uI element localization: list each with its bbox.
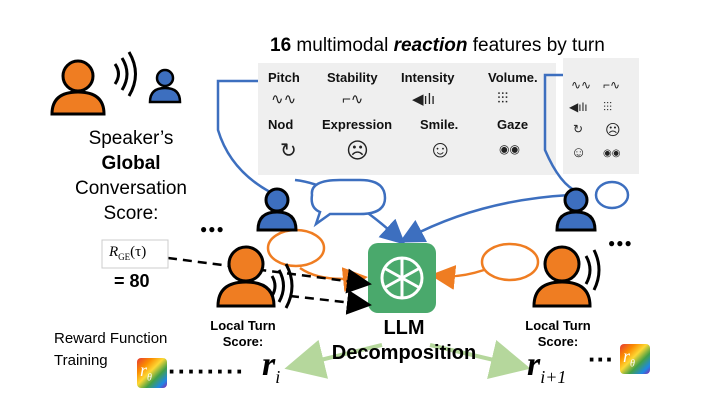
gaze-icon: ◉◉ <box>499 142 520 156</box>
badge-sub-left: θ <box>147 372 152 384</box>
decomp-arrow-right <box>429 340 531 379</box>
local-score-right-line2: Score: <box>537 334 579 349</box>
global-score-line4: Score: <box>103 203 159 224</box>
speaker-person-icon <box>50 59 106 116</box>
local-score-left-symbol: ri <box>262 346 280 388</box>
sound-waves-icon <box>113 51 137 97</box>
feature-label-nod: Nod <box>268 117 294 132</box>
title-post: features by turn <box>467 35 605 56</box>
speech-bubble-orange-left <box>266 228 326 268</box>
local-score-left-line2: Score: <box>222 334 264 349</box>
feature-label-pitch: Pitch <box>268 70 300 85</box>
formula-box <box>101 239 169 269</box>
feature-panel <box>258 63 556 175</box>
smile-icon: ☺ <box>428 136 453 163</box>
pitch-icon-small: ∿∿ <box>571 78 592 92</box>
title-emph: reaction <box>393 35 468 56</box>
speaker-person-left-icon <box>216 245 276 308</box>
global-to-llm-dashed-upper <box>167 256 372 294</box>
title-pre: multimodal <box>291 35 394 56</box>
global-score-line2: Global <box>101 153 161 174</box>
ellipsis-left: ●●● <box>200 222 225 236</box>
feature-label-smile: Smile. <box>420 117 459 132</box>
reward-badge-right <box>620 344 650 374</box>
local-score-right-line1: Local Turn <box>525 318 591 333</box>
speech-bubble-orange-right <box>480 242 540 282</box>
stability-icon: ⌐∿ <box>342 91 364 108</box>
dotted-connector-right: ··· <box>588 344 614 374</box>
sound-waves-right-icon <box>584 249 601 291</box>
listener-person-right-icon <box>555 187 597 232</box>
ellipsis-right: ●●● <box>608 236 633 250</box>
local-score-left-line1: Local Turn <box>210 318 276 333</box>
global-to-llm-dashed-lower <box>289 289 372 315</box>
title-count: 16 <box>270 35 292 56</box>
listener-person-icon <box>148 68 182 104</box>
dotted-connector-left: ········ <box>168 356 246 386</box>
r-subscript-right: i+1 <box>540 366 567 387</box>
decomp-arrow-left <box>284 339 383 379</box>
blue-line-left <box>216 79 271 194</box>
sound-waves-left-icon <box>270 263 294 309</box>
feature-label-stability: Stability <box>327 70 378 85</box>
listener-person-left-icon <box>256 187 298 232</box>
reward-badge-right-text: rθ <box>623 346 635 370</box>
r-subscript-left: i <box>275 366 281 387</box>
global-score-formula: RGE(τ) <box>109 244 146 262</box>
nod-icon: ↻ <box>280 140 297 162</box>
figure-title: 16 multimodal reaction features by turn <box>270 35 605 57</box>
orange-arrow-right <box>430 265 485 290</box>
badge-symbol-right: r <box>623 346 631 366</box>
feature-label-gaze: Gaze <box>497 117 529 132</box>
reward-label-line2: Training <box>54 352 108 369</box>
volume-icon-small: ⫶⫶⫶ <box>603 100 613 114</box>
formula-subscript: GE <box>118 252 131 262</box>
decomposition-label: Decomposition <box>331 342 477 364</box>
speech-bubble-blue-right <box>594 180 630 210</box>
stability-icon-small: ⌐∿ <box>603 78 621 92</box>
intensity-icon-small: ◀ılı <box>569 100 588 114</box>
reward-label-line1: Reward Function <box>54 330 168 347</box>
r-symbol-left: r <box>262 346 276 383</box>
feature-panel-small <box>563 58 639 174</box>
feature-label-volume: Volume. <box>488 70 538 85</box>
llm-logo-icon <box>380 256 424 300</box>
pitch-icon: ∿∿ <box>271 91 297 108</box>
gaze-icon-small: ◉◉ <box>603 148 621 159</box>
global-score-value: = 80 <box>114 271 150 291</box>
reward-badge-left-text: rθ <box>140 360 152 384</box>
reward-badge-left <box>137 358 167 388</box>
badge-sub-right: θ <box>630 358 635 370</box>
blue-arrow-from-right <box>399 193 571 243</box>
local-score-right-symbol: ri+1 <box>527 346 566 388</box>
feature-label-expression: Expression <box>322 117 393 132</box>
feature-label-intensity: Intensity <box>401 70 455 85</box>
badge-symbol-left: r <box>140 360 148 380</box>
llm-label: LLM <box>383 317 425 339</box>
volume-icon: ⫶⫶⫶ <box>497 90 509 107</box>
formula-argument: (τ) <box>130 244 147 260</box>
expression-icon: ☹ <box>346 138 369 163</box>
nod-icon-small: ↻ <box>573 122 584 136</box>
expression-icon-small: ☹ <box>605 122 621 139</box>
global-score-line3: Conversation <box>75 178 187 199</box>
smile-icon-small: ☺ <box>571 144 587 161</box>
r-symbol-right: r <box>527 346 541 383</box>
global-score-line1: Speaker’s <box>88 128 174 149</box>
intensity-icon: ◀ılı <box>412 91 436 108</box>
speaker-person-right-icon <box>532 245 592 308</box>
formula-symbol: R <box>109 244 119 260</box>
speech-bubble-blue-left <box>310 178 387 228</box>
